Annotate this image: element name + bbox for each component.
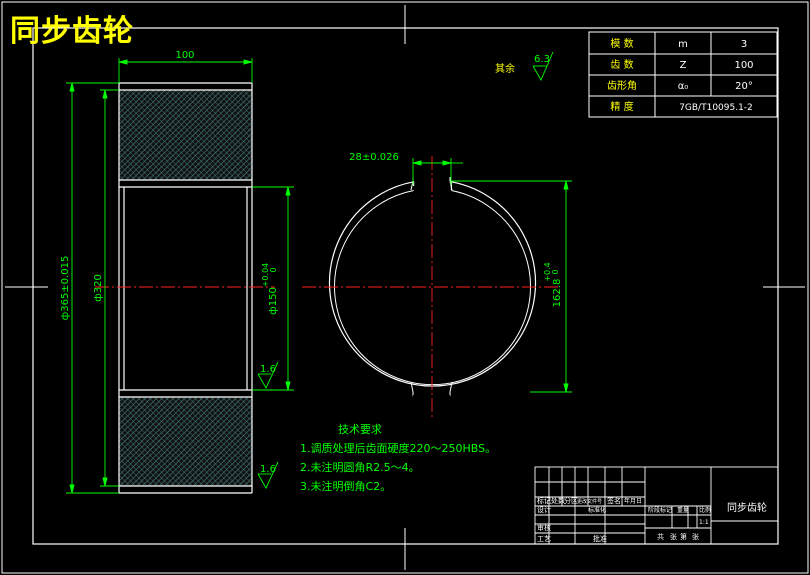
note-item-3: 3.未注明倒角C2。: [300, 480, 392, 493]
notes-heading: 技术要求: [338, 423, 382, 436]
gear-section-view: [95, 82, 275, 494]
tb-label-standard: 标准化: [588, 506, 606, 514]
dim-bore-tol-upper: +0.04: [261, 263, 270, 288]
tb-label-count: 处数: [551, 496, 565, 505]
tb-label-mark: 标记: [537, 496, 551, 505]
dim-bore-dia: ф150: [268, 287, 279, 315]
tb-label-sign: 签名: [607, 496, 621, 505]
note-item-2: 2.未注明圆角R2.5～4。: [300, 461, 420, 474]
tb-part-name: 同步齿轮: [727, 501, 767, 514]
tb-label-sheets-2: 张: [692, 532, 699, 541]
roughness-symbol-rest: [532, 51, 554, 82]
param-name-angle: 齿形角: [607, 80, 637, 92]
tb-label-date: 年月日: [624, 497, 642, 505]
param-name-module: 模 数: [610, 37, 633, 50]
title-block-grid: [534, 466, 779, 545]
note-item-1: 1.调质处理后齿面硬度220～250HBS。: [300, 442, 497, 455]
param-value-angle: 20°: [735, 81, 753, 92]
dim-width: 100: [175, 50, 194, 61]
roughness-rest-value: 6.3: [534, 54, 550, 65]
dim-keyway-tol-lower: 0: [551, 269, 560, 274]
param-value-module: 3: [741, 39, 747, 50]
section-dimensions: [66, 58, 294, 494]
dim-keyway-width: 28±0.026: [349, 152, 399, 163]
bore-circle-with-keyways: [328, 181, 537, 387]
tb-label-page: 第: [680, 532, 687, 541]
tb-label-approve: 批准: [593, 534, 607, 543]
tb-label-review: 审核: [537, 523, 551, 532]
param-value-accuracy: 7GB/T10095.1-2: [679, 103, 753, 113]
tb-label-scale: 比例: [699, 506, 711, 514]
roughness-rest-label: 其余: [495, 62, 515, 75]
dim-bore-tol-lower: 0: [269, 267, 278, 272]
tb-label-process: 工艺: [537, 535, 551, 543]
roughness-bore-value: 1.6: [260, 364, 276, 375]
gear-end-view: [302, 156, 560, 418]
dim-outer-dia: ф365±0.015: [60, 256, 71, 321]
tb-label-zone: 分区: [564, 496, 578, 505]
roughness-face-value: 1.6: [260, 464, 276, 475]
dim-keyway-depth: 162.8: [552, 279, 563, 308]
tb-label-change-doc: 更改文件号: [577, 498, 602, 505]
param-symbol-module: m: [678, 39, 688, 50]
dim-inner-dia: ф320: [93, 274, 104, 302]
param-value-teeth: 100: [734, 60, 753, 71]
param-table-grid: [588, 31, 778, 118]
tb-label-design: 设计: [537, 505, 551, 514]
tb-label-total: 共: [657, 532, 664, 541]
param-name-accuracy: 精 度: [610, 100, 633, 113]
tb-label-stage: 阶段标记: [648, 506, 672, 514]
dim-keyway-tol-upper: +0.4: [543, 262, 552, 281]
tb-label-weight: 重量: [677, 506, 689, 514]
end-view-dimensions: [412, 158, 572, 393]
centering-marks: [5, 5, 805, 570]
tb-scale-value: 1:1: [699, 519, 709, 526]
drawing-title: 同步齿轮: [10, 14, 134, 49]
roughness-symbol-bore: [257, 361, 279, 389]
param-symbol-angle: α₀: [678, 81, 689, 92]
param-symbol-teeth: Z: [680, 60, 687, 71]
tb-label-sheets-1: 张: [670, 532, 677, 541]
technical-requirements: 技术要求 1.调质处理后齿面硬度220～250HBS。 2.未注明圆角R2.5～…: [300, 420, 496, 496]
roughness-symbol-face: [257, 461, 279, 489]
param-name-teeth: 齿 数: [610, 58, 633, 71]
